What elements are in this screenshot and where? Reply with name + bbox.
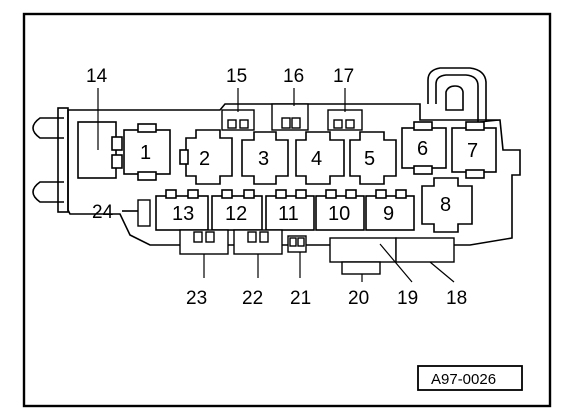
relay-labels: 1 2 3 4 5 6 7 8 9 10 11 12 13 xyxy=(140,138,478,225)
relay-label-8: 8 xyxy=(440,194,451,216)
fuse-16 xyxy=(271,88,309,131)
relay-7-shape xyxy=(451,121,497,179)
relay-label-13: 13 xyxy=(172,203,194,225)
relay-14-housing xyxy=(77,121,123,179)
callout-18: 18 xyxy=(446,288,467,309)
fuse-17 xyxy=(327,88,363,131)
reference-code: A97-0026 xyxy=(431,371,496,388)
relay-label-4: 4 xyxy=(311,148,322,170)
relay-11-shape xyxy=(265,189,315,231)
relay-label-6: 6 xyxy=(417,138,428,160)
relay-label-10: 10 xyxy=(328,203,350,225)
fuse-21 xyxy=(287,235,307,278)
relay-label-1: 1 xyxy=(140,142,151,164)
relay-3-shape xyxy=(241,131,289,185)
relay-9-shape xyxy=(365,189,415,231)
relay-10-shape xyxy=(315,189,365,231)
callout-20: 20 xyxy=(348,288,369,309)
relay-13-shape xyxy=(155,189,209,231)
relay-1-shape xyxy=(123,123,171,181)
relay-label-7: 7 xyxy=(467,140,478,162)
callout-23: 23 xyxy=(186,288,207,309)
callout-labels: 14 15 16 17 24 23 22 21 20 19 18 xyxy=(86,66,467,309)
relay-label-2: 2 xyxy=(199,148,210,170)
callout-14: 14 xyxy=(86,66,108,87)
relay-label-9: 9 xyxy=(383,203,394,225)
connector-18 xyxy=(395,237,455,283)
relay-6-shape xyxy=(401,121,447,175)
fuse-15 xyxy=(221,88,255,131)
relay-label-11: 11 xyxy=(278,203,299,225)
connector-24 xyxy=(122,199,151,227)
panel-body xyxy=(67,103,521,246)
callout-17: 17 xyxy=(333,66,354,87)
top-bracket xyxy=(427,67,501,123)
relay-label-12: 12 xyxy=(225,203,247,225)
mounting-pins xyxy=(32,107,69,213)
relay-label-5: 5 xyxy=(364,148,375,170)
connector-20 xyxy=(329,237,397,282)
fuse-23 xyxy=(179,229,229,278)
relay-12-shape xyxy=(211,189,263,231)
callout-24: 24 xyxy=(92,202,114,223)
callout-19: 19 xyxy=(397,288,418,309)
callout-22: 22 xyxy=(242,288,263,309)
relay-4-shape xyxy=(295,131,345,185)
relay-8-shape xyxy=(421,177,473,233)
reference-code-box: A97-0026 xyxy=(417,365,523,391)
callout-16: 16 xyxy=(283,66,304,87)
relay-2-shape xyxy=(179,129,233,185)
callout-21: 21 xyxy=(290,288,311,309)
outer-frame xyxy=(22,12,552,408)
relay-label-3: 3 xyxy=(258,148,269,170)
callout-15: 15 xyxy=(226,66,247,87)
relay-5-shape xyxy=(349,131,397,185)
leader-19 xyxy=(379,243,413,283)
fuse-22 xyxy=(233,229,283,278)
